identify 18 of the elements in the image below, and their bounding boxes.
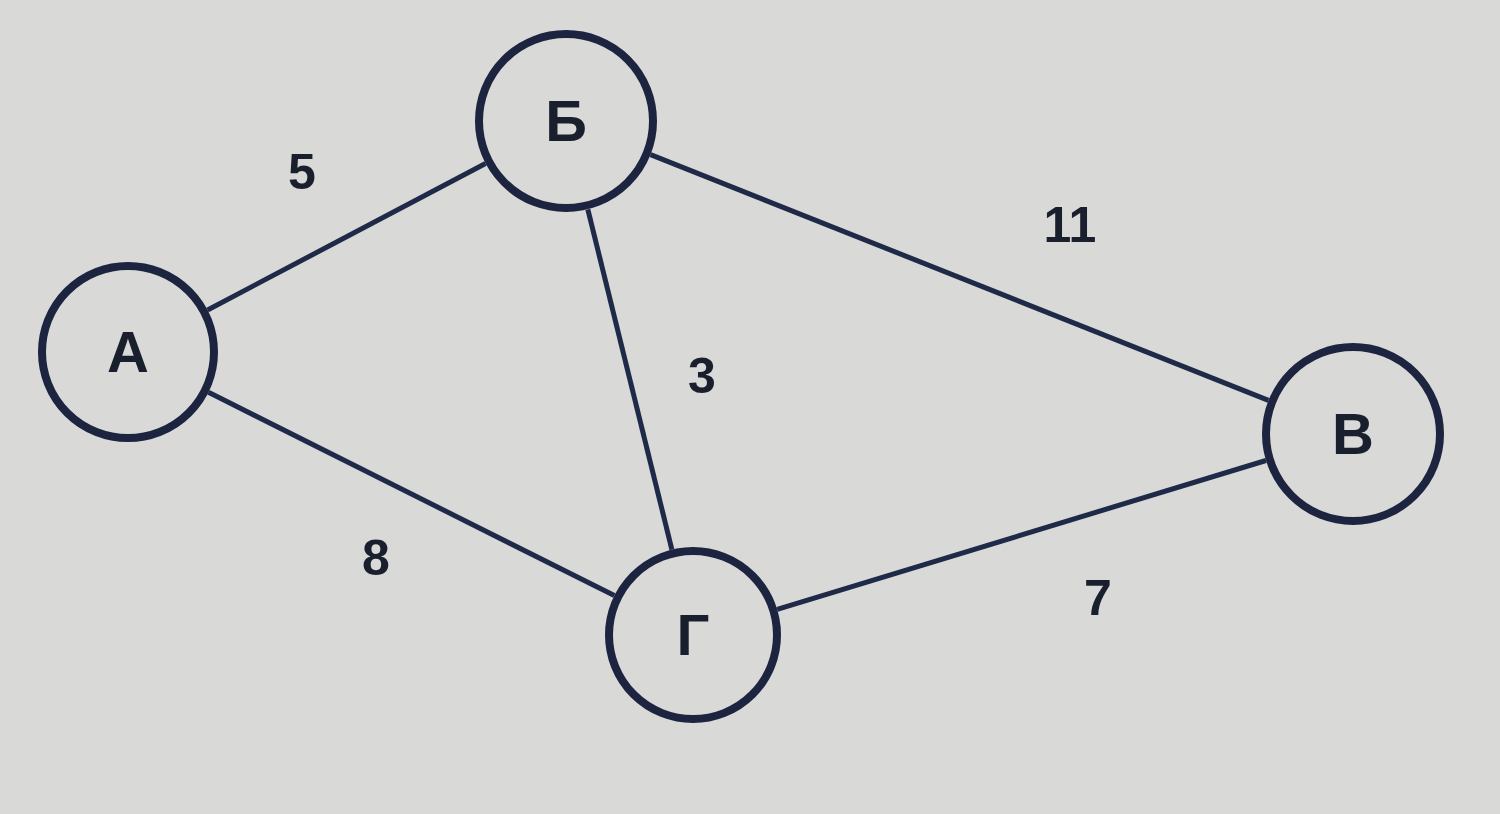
edge-line — [585, 208, 675, 551]
edge-weight: 8 — [362, 533, 390, 583]
edge-line — [776, 458, 1267, 612]
node-circle — [475, 30, 657, 212]
edge-weight: 7 — [1084, 573, 1112, 623]
node-letter: А — [107, 323, 149, 381]
edge-line — [649, 152, 1270, 403]
node-circle — [1262, 343, 1444, 525]
edge-weight: 5 — [288, 147, 316, 197]
node-letter: Г — [676, 606, 710, 664]
node-letter: Б — [545, 92, 587, 150]
node-circle — [605, 547, 781, 723]
edge-line — [207, 390, 616, 598]
node-circle — [38, 262, 218, 442]
edge-weight: 3 — [688, 351, 716, 401]
edge-line — [206, 161, 487, 313]
node-letter: В — [1332, 405, 1374, 463]
edge-weight: 11 — [1043, 200, 1097, 250]
